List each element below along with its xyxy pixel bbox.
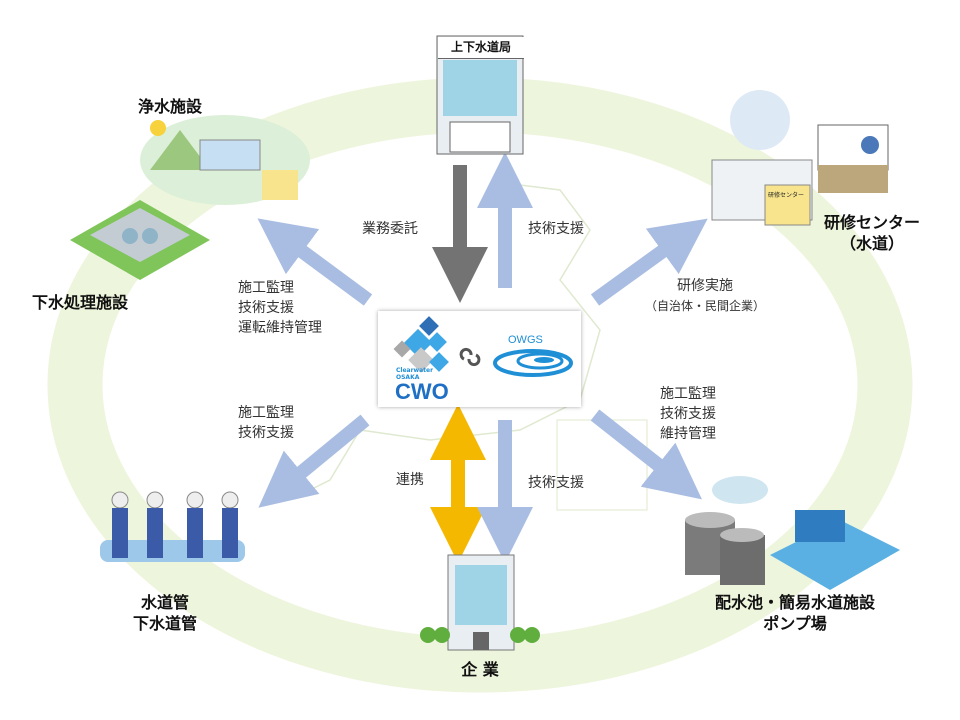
arrow-lower-left (258, 414, 370, 508)
training-center-line2: （水道） (839, 234, 904, 253)
upper-left-label: 施工監理 技術支援 運転維持管理 (238, 278, 322, 338)
lower-left-label: 施工監理 技術支援 (238, 403, 294, 443)
reservoir-pump-icon (685, 476, 900, 590)
cwo-logo-mark (393, 316, 573, 377)
pipes-line2: 下水道管 (132, 614, 197, 633)
lower-right-label: 施工監理 技術支援 維持管理 (660, 384, 716, 444)
cooperation-label: 連携 (396, 472, 424, 488)
company-building-icon (420, 554, 540, 651)
arrow-lower-right (590, 409, 702, 500)
training-center-label: 研修センター （水道） (812, 212, 932, 254)
purification-plant-label: 浄水施設 (138, 97, 203, 116)
upper-left-line2: 技術支援 (238, 300, 294, 316)
cwo-small-text: Clearwater OSAKA (396, 367, 433, 381)
outsourcing-label: 業務委託 (362, 221, 418, 237)
cwo-small-line1: Clearwater (396, 367, 434, 374)
lower-right-line2: 技術支援 (660, 406, 716, 422)
upper-right-line2: （自治体・民間企業） (644, 299, 765, 313)
upper-right-line1: 研修実施 (677, 278, 733, 294)
reservoir-line1: 配水池・簡易水道施設 (714, 593, 875, 612)
water-bureau-label: 上下水道局 (438, 37, 524, 59)
upper-left-line3: 運転維持管理 (238, 320, 322, 336)
sewage-plant-icon (70, 200, 210, 280)
map-inset (556, 419, 648, 511)
upper-right-label: 研修実施 （自治体・民間企業） (635, 276, 775, 316)
owgs-logo-text: OWGS (508, 334, 543, 346)
training-center-icon (711, 90, 889, 226)
tech-support-down-label: 技術支援 (528, 475, 584, 491)
lower-right-line3: 維持管理 (660, 426, 716, 442)
purification-plant-icon (140, 115, 310, 205)
training-center-line1: 研修センター (823, 213, 920, 232)
company-label: 企 業 (461, 660, 499, 679)
lower-right-line1: 施工監理 (660, 386, 716, 402)
upper-left-line1: 施工監理 (238, 280, 294, 296)
cwo-small-line2: OSAKA (396, 374, 420, 381)
reservoir-line2: ポンプ場 (763, 614, 827, 633)
lower-left-line2: 技術支援 (238, 425, 294, 441)
tech-support-up-label: 技術支援 (528, 221, 584, 237)
pipe-workers-icon (100, 491, 245, 562)
training-sign-text: 研修センター (768, 192, 805, 199)
pipes-label: 水道管 下水道管 (120, 592, 210, 634)
arrow-upper-right (590, 218, 708, 306)
pipes-line1: 水道管 (140, 593, 189, 612)
sewage-plant-label: 下水処理施設 (32, 293, 129, 312)
arrow-upper-left (257, 218, 373, 306)
reservoir-label: 配水池・簡易水道施設 ポンプ場 (690, 592, 900, 634)
cwo-logo-text: CWO (395, 379, 449, 404)
lower-left-line1: 施工監理 (238, 405, 294, 421)
center-logo-panel: Clearwater OSAKA CWO OWGS (378, 311, 581, 407)
